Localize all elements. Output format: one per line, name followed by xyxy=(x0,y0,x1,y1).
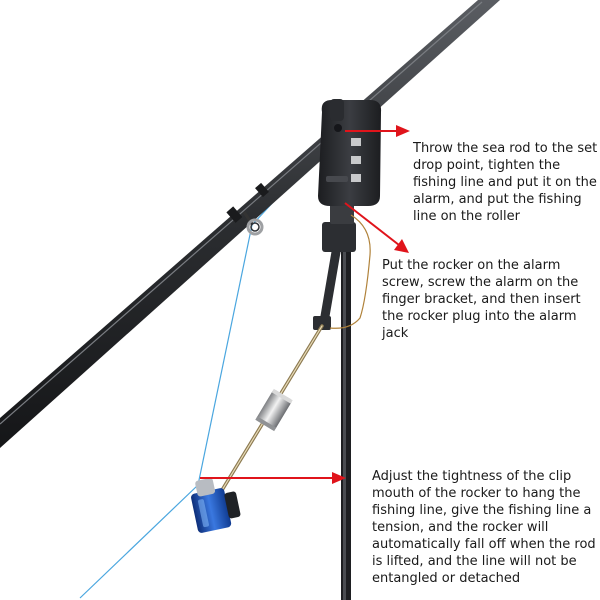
swinger-arm-bracket xyxy=(319,247,341,327)
line-roller-post xyxy=(330,99,344,121)
annotation-adjust-line-clip: Adjust the tightness of the clip mouth o… xyxy=(372,469,596,586)
buzz-bar-clamp xyxy=(322,222,356,252)
bank-stick xyxy=(313,204,356,600)
line-segment-to-clip xyxy=(197,224,253,486)
arrow-to-swinger-mount xyxy=(344,202,409,253)
swinger-plug-wire xyxy=(329,214,371,329)
alarm-indicator-3 xyxy=(351,174,361,182)
annotation-mount-swinger: Put the rocker on the alarm screw, screw… xyxy=(382,258,581,341)
swinger-weight xyxy=(255,388,293,432)
alarm-indicator-2 xyxy=(351,156,361,164)
swinger-head-clip xyxy=(191,478,241,533)
arrow-to-line-clip xyxy=(200,472,346,484)
annotation-arrows xyxy=(200,125,410,484)
arrow-to-alarm xyxy=(345,125,410,137)
annotation-cast-and-set-alarm: Throw the sea rod to the set drop point,… xyxy=(413,141,598,224)
line-segment-lower xyxy=(79,484,199,599)
bite-alarm xyxy=(318,99,382,206)
line-guide-ring xyxy=(242,211,264,236)
alarm-indicator-1 xyxy=(351,138,361,146)
